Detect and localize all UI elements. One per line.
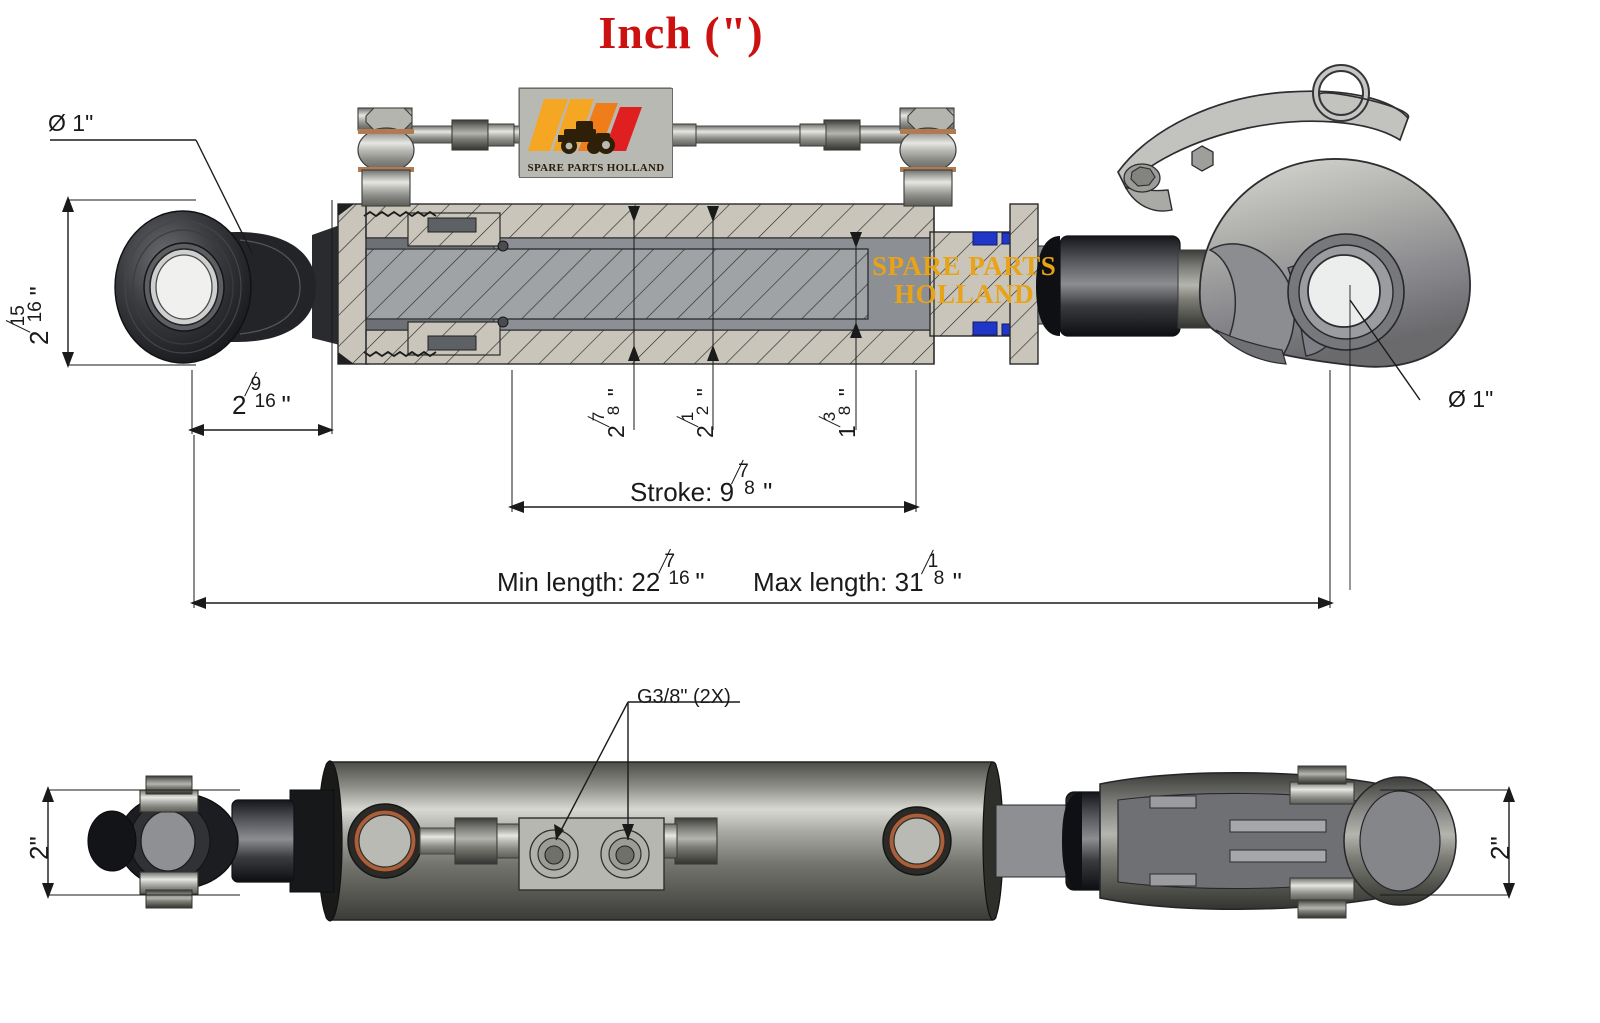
top-section-view xyxy=(114,64,1471,368)
page-title: Inch (") xyxy=(598,7,764,58)
section-watermark: SPARE PARTS HOLLAND xyxy=(872,252,1056,309)
dim-bore-c-whole: 1 xyxy=(834,425,860,438)
dim-pin-diameter-right: Ø 1" xyxy=(1448,386,1494,412)
dim-bore-b-whole: 2 xyxy=(692,425,718,438)
dim-bore-c-unit: " xyxy=(834,388,860,397)
dim-max-length-num: 1 xyxy=(927,551,939,573)
dim-port-thread: G3/8" (2X) xyxy=(637,686,731,708)
dim-eye-offset-unit: " xyxy=(281,390,291,420)
dim-max-length-whole: 31 xyxy=(894,567,924,597)
dim-eye-height-unit: " xyxy=(24,286,54,296)
left-rod-end xyxy=(114,210,340,364)
dim-eye-height-whole: 2 xyxy=(24,330,54,345)
dimension-lines-top xyxy=(50,139,1421,609)
dim-stroke-den: 8 xyxy=(744,478,755,500)
dim-min-length-num: 7 xyxy=(664,551,676,573)
dim-min-length-unit: " xyxy=(695,567,705,597)
dim-bore-a-whole: 2 xyxy=(603,425,629,438)
dim-width-right: 2" xyxy=(1485,836,1515,860)
bottom-outline-view xyxy=(87,760,1457,922)
dim-width-left: 2" xyxy=(24,836,54,860)
dim-bore-b-unit: " xyxy=(692,388,718,397)
dim-pin-diameter-left: Ø 1" xyxy=(48,110,94,136)
dim-min-length-prefix: Min length: xyxy=(497,567,632,597)
dim-eye-height-den: 16 xyxy=(25,301,47,323)
right-hook-assembly xyxy=(1036,64,1471,368)
watermark-line-1: SPARE PARTS xyxy=(872,251,1057,281)
dim-stroke-whole: 9 xyxy=(719,477,735,507)
dim-max-length-unit: " xyxy=(952,567,962,597)
dim-bore-b-den: 2 xyxy=(692,405,712,416)
brand-logo-plate: SPARE PARTS HOLLAND xyxy=(519,88,673,178)
dim-max-length-prefix: Max length: xyxy=(753,567,895,597)
dim-bore-c-den: 8 xyxy=(834,405,854,416)
dim-eye-offset-whole: 2 xyxy=(232,390,247,420)
logo-artwork xyxy=(520,89,672,177)
dimension-lines-bottom xyxy=(42,701,1515,899)
dim-eye-offset-num: 9 xyxy=(250,374,262,396)
dim-eye-offset-den: 16 xyxy=(254,391,276,413)
cylinder-section xyxy=(337,203,1039,365)
dim-stroke-num: 7 xyxy=(738,461,749,483)
dim-max-length-den: 8 xyxy=(933,568,945,590)
dim-bore-a-unit: " xyxy=(603,388,629,397)
logo-label: SPARE PARTS HOLLAND xyxy=(527,162,665,174)
dim-stroke-prefix: Stroke: xyxy=(630,477,720,507)
dim-bore-a-den: 8 xyxy=(603,405,623,416)
dim-stroke-unit: " xyxy=(763,477,773,507)
watermark-line-2: HOLLAND xyxy=(894,279,1035,310)
dim-min-length-whole: 22 xyxy=(631,567,661,597)
dim-min-length-den: 16 xyxy=(668,568,690,590)
